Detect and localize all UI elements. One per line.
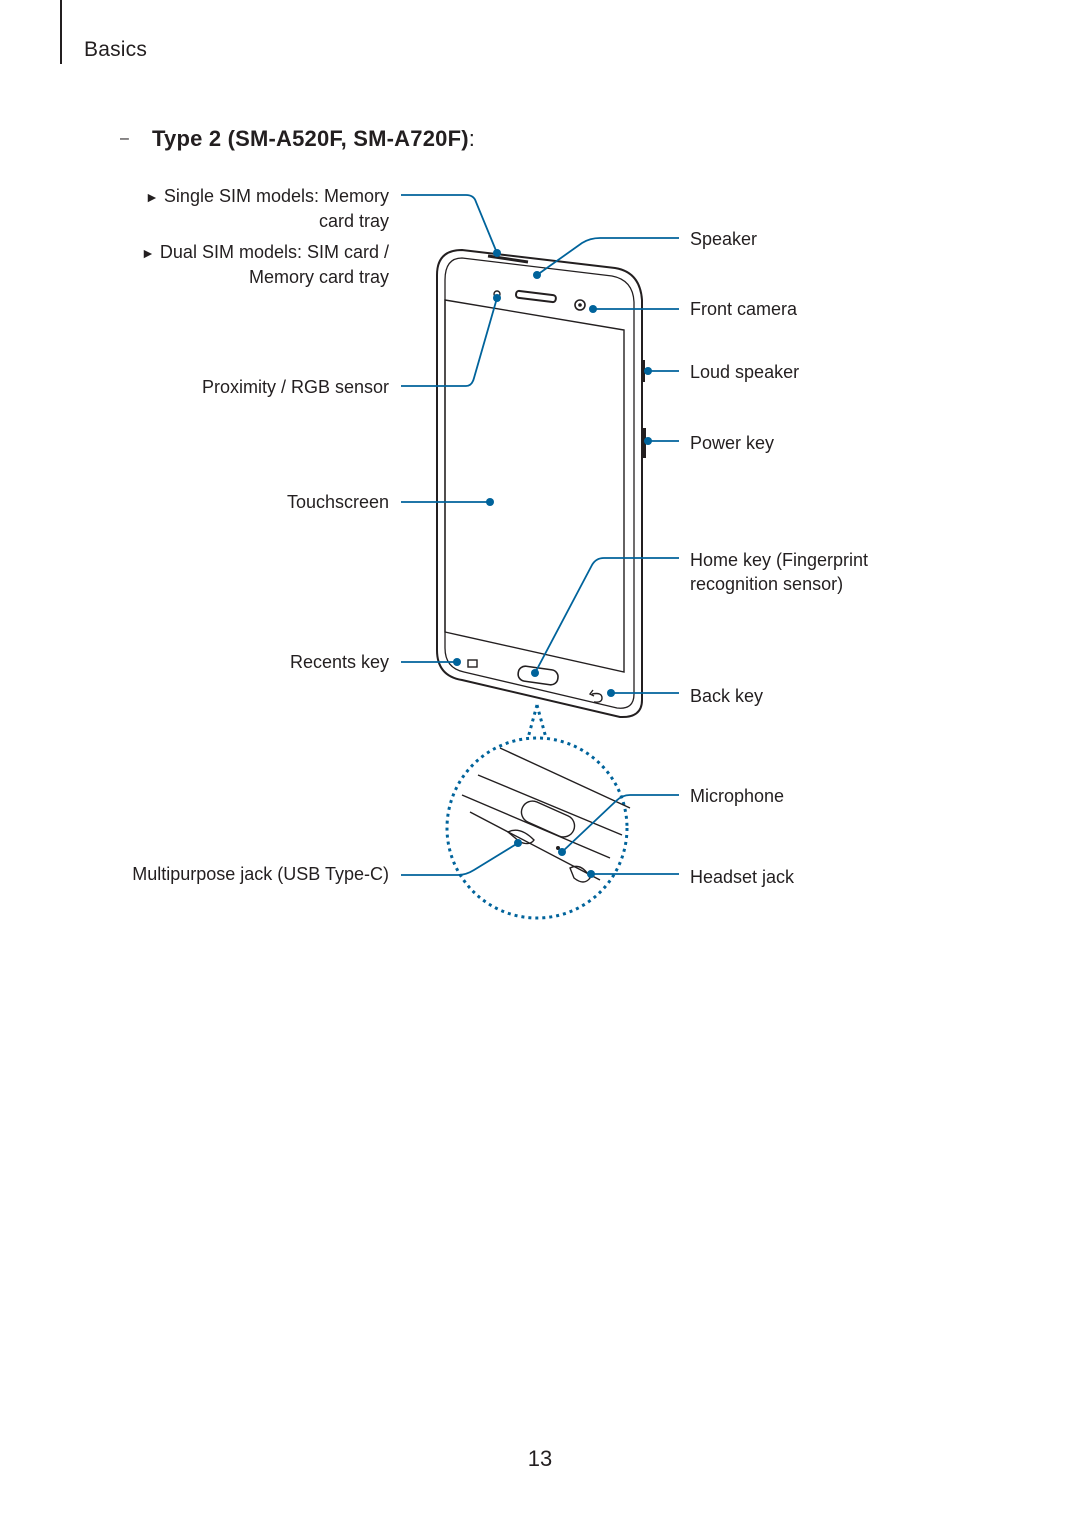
zoom-line-left [526,704,539,739]
zoom-mic-hole [556,846,560,850]
callout-dot-loud-speaker [644,367,652,375]
label-multipurpose-jack: Multipurpose jack (USB Type-C) [132,864,389,884]
dual-sim-line1: Dual SIM models: SIM card / [159,242,389,262]
power-button [641,428,646,458]
dual-sim-line2: Memory card tray [248,267,389,287]
back-key-shape [591,692,603,703]
heading-bullet: – [120,130,129,147]
callout-dot-recents [453,658,461,666]
label-power-key: Power key [690,433,775,453]
zoom-usb-port [506,829,535,845]
label-speaker: Speaker [690,229,758,249]
home-key-shape [517,665,559,686]
front-camera-ring [574,299,586,311]
loud-speaker-slot [641,360,645,382]
phone-body-outline [436,248,643,719]
zoom-home-key [520,800,576,838]
zoom-circle [445,736,629,920]
callout-dot-proximity [493,294,501,302]
label-home-key: Home key (Fingerprint recognition sensor… [690,548,868,596]
single-sim-line1: Single SIM models: Memory [163,186,389,206]
home-key-line1: Home key (Fingerprint [690,550,869,570]
callout-dot-usb [514,839,522,847]
header-rule [60,0,62,64]
recents-key-shape [467,659,478,668]
label-front-camera: Front camera [690,299,798,319]
callout-dot-headset [587,870,595,878]
label-microphone: Microphone [690,786,785,806]
zoom-line-right [535,704,548,739]
speaker-grille [515,289,557,304]
label-single-sim: ► Single SIM models: Memory card tray [143,184,389,233]
phone-inner-outline [444,257,635,709]
dual-sim-marker: ► [141,245,155,261]
callout-dot-back-key [607,689,615,697]
label-recents-key: Recents key [289,652,389,672]
label-loud-speaker: Loud speaker [690,362,800,382]
top-slot [487,254,529,264]
callout-dot-front-camera [589,305,597,313]
callout-dot-microphone [558,848,566,856]
single-sim-marker: ► [145,189,159,205]
zoom-headset-port [569,865,591,883]
home-key-line2: recognition sensor) [690,574,844,594]
single-sim-line2: card tray [318,211,389,231]
callout-dot-speaker [533,271,541,279]
screen-outline [444,299,625,673]
label-headset-jack: Headset jack [690,867,795,887]
heading-colon: : [468,126,475,151]
section-label: Basics [84,38,148,61]
label-dual-sim: ► Dual SIM models: SIM card / Memory car… [139,240,389,289]
label-back-key: Back key [690,686,764,706]
page-heading: – Type 2 (SM-A520F, SM-A720F): [120,126,475,152]
label-touchscreen: Touchscreen [286,492,389,512]
callout-dot-home-key [531,669,539,677]
label-proximity-sensor: Proximity / RGB sensor [201,377,389,397]
callout-dot-touchscreen [486,498,494,506]
heading-title: Type 2 (SM-A520F, SM-A720F) [152,126,469,151]
callout-dot-power-key [644,437,652,445]
page-number: 13 [527,1446,553,1471]
callout-dot-sim-tray [493,249,501,257]
